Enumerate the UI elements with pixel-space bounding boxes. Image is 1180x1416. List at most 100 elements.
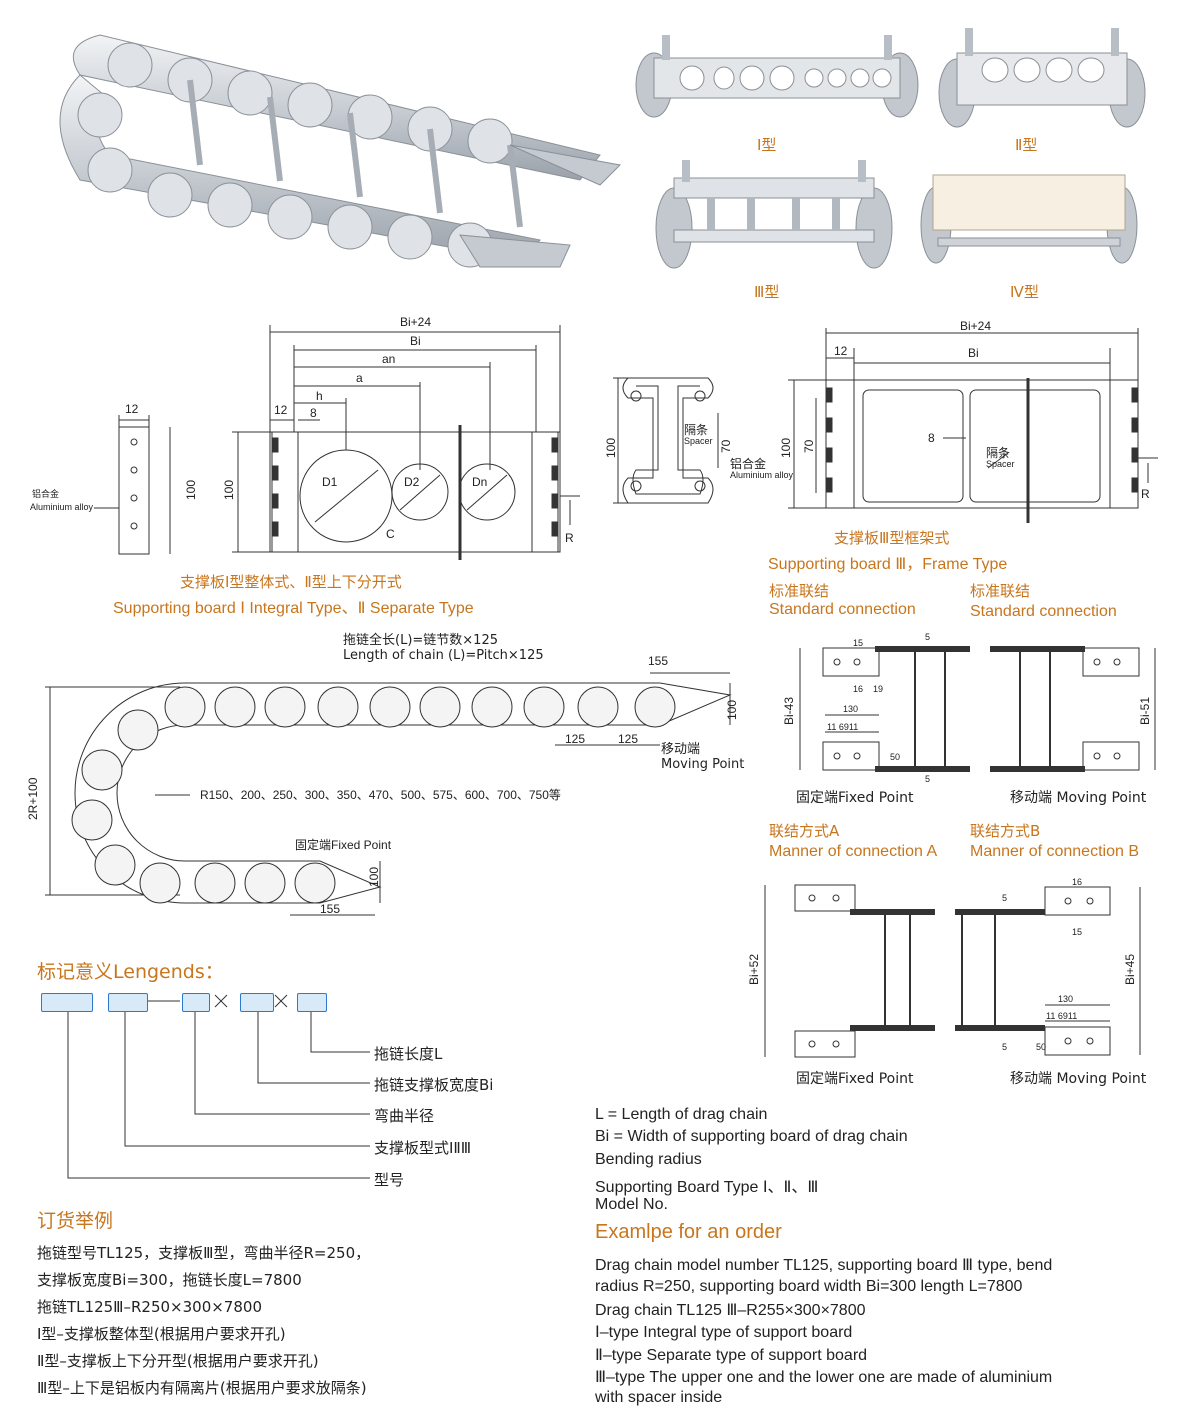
connection-ab-drawing: 5 16 15 130 11 6911 50 5 Bi+52 Bi+45: [747, 877, 1141, 1058]
legend-l4: 支撑板型式ⅠⅡⅢ: [374, 1139, 472, 1157]
chain-fixed: 固定端Fixed Point: [295, 837, 392, 852]
legend-e3: Bending radius: [595, 1151, 702, 1168]
dim3-70b: 70: [802, 439, 816, 453]
order-en-4: Ⅰ–type Integral type of support board: [595, 1324, 853, 1341]
order-en-6: Ⅲ–type The upper one and the lower one a…: [595, 1369, 1053, 1386]
dim3-70a: 70: [719, 439, 733, 453]
conn-15: 15: [853, 638, 863, 648]
legend-e5: Model No.: [595, 1196, 668, 1213]
type3-drawing: Bi+24 Bi 12 100 70 100 70 8 R 隔条 Spacer …: [604, 319, 1158, 523]
conn-a-cn: 联结方式A: [769, 822, 840, 840]
dim-d2: D2: [404, 475, 420, 489]
section3-title-cn: 支撑板Ⅲ型框架式: [834, 529, 950, 547]
dim-bi24: Bi+24: [400, 315, 431, 329]
connb-15: 15: [1072, 927, 1082, 937]
chain-radii: R150、200、250、300、350、470、500、575、600、700…: [200, 788, 561, 802]
section3-title-en: Supporting board Ⅲ，Frame Type: [768, 556, 1008, 573]
order-cn-6: Ⅲ型–上下是铝板内有隔离片(根据用户要求放隔条): [37, 1379, 367, 1397]
dim-d1: D1: [322, 475, 338, 489]
spacer-cn-a: 隔条: [684, 423, 708, 437]
chain-moving-cn: 移动端: [661, 742, 701, 757]
support-board-type2-photo: [938, 28, 1146, 128]
dim-c: C: [386, 527, 395, 541]
conn-b-en: Manner of connection B: [970, 843, 1139, 860]
section1-title-cn: 支撑板Ⅰ型整体式、Ⅱ型上下分开式: [180, 573, 402, 591]
dim3-bi24: Bi+24: [960, 319, 991, 333]
dim-bi: Bi: [410, 334, 421, 348]
dim-100b: 100: [222, 480, 236, 500]
alloy-en: Aluminium alloy: [30, 502, 94, 512]
spacer-cn-b: 隔条: [986, 446, 1010, 460]
dim-8: 8: [310, 406, 317, 420]
connb-16: 16: [1072, 877, 1082, 887]
order-en-3: Drag chain TL125 Ⅲ–R255×300×7800: [595, 1302, 866, 1319]
dim-h: h: [316, 389, 323, 403]
std-conn-en-1: Standard connection: [769, 601, 916, 618]
dim3-bi: Bi: [968, 346, 979, 360]
chain-100a: 100: [725, 700, 739, 720]
dim3-r: R: [1141, 487, 1150, 501]
chain-155b: 155: [320, 902, 340, 916]
standard-connection-drawing: 15 5 16 19 130 11 6911 50 5 Bi-43 Bi-51: [782, 632, 1156, 784]
conn-16: 16: [853, 684, 863, 694]
legend-l3: 弯曲半径: [374, 1107, 435, 1125]
std-fixed-label: 固定端Fixed Point: [796, 790, 914, 806]
alloy-cn: 铝合金: [32, 488, 59, 499]
legend-title: 标记意义Lengends：: [37, 961, 224, 983]
dim-100a: 100: [184, 480, 198, 500]
type1-2-drawing: Bi+24 Bi an a h 12 8 12 100 100 D1 D2 Dn…: [30, 315, 580, 560]
support-board-type4-photo: [920, 174, 1138, 264]
conn-11: 11 6911: [827, 722, 858, 732]
ab-fixed-label: 固定端Fixed Point: [796, 1071, 914, 1087]
std-moving-label: 移动端 Moving Point: [1010, 790, 1147, 806]
conn-bi52: Bi+52: [747, 954, 761, 985]
dim3-100b: 100: [779, 438, 793, 458]
conn-bi45: Bi+45: [1123, 954, 1137, 985]
order-cn-3: 拖链TL125Ⅲ–R250×300×7800: [37, 1298, 262, 1316]
dim-r: R: [565, 531, 574, 545]
legend-l2: 拖链支撑板宽度Bi: [374, 1076, 494, 1094]
spacer-en-a: Spacer: [684, 436, 713, 446]
conn-50: 50: [890, 752, 900, 762]
dim3-12: 12: [834, 344, 848, 358]
chain-layout-drawing: 155 100 125 125 2R+100 R150、200、250、300、…: [26, 654, 739, 916]
order-en-5: Ⅱ–type Separate type of support board: [595, 1347, 868, 1364]
section1-title-en: Supporting board Ⅰ Integral Type、Ⅱ Separ…: [113, 600, 474, 617]
legend-box-type: [108, 993, 148, 1012]
order-en-2: radius R=250, supporting board width Bi=…: [595, 1278, 1023, 1295]
conn-5a: 5: [925, 632, 930, 642]
connb-11: 11 6911: [1046, 1011, 1077, 1021]
legend-e2: Bi = Width of supporting board of drag c…: [595, 1128, 908, 1145]
std-conn-cn-2: 标准联结: [970, 582, 1031, 600]
conn-bi51: Bi-51: [1138, 697, 1152, 725]
chain-2r100: 2R+100: [26, 777, 40, 820]
std-conn-cn-1: 标准联结: [769, 582, 830, 600]
connb-5a: 5: [1002, 893, 1007, 903]
dim3-8: 8: [928, 431, 935, 445]
connb-130: 130: [1058, 994, 1073, 1004]
chain-125a: 125: [565, 732, 585, 746]
conn-130: 130: [843, 704, 858, 714]
conn-19: 19: [873, 684, 883, 694]
conn-5b: 5: [925, 774, 930, 784]
conn-a-en: Manner of connection A: [769, 843, 938, 860]
order-en-7: with spacer inside: [595, 1389, 723, 1406]
type1-label: Ⅰ型: [757, 136, 777, 154]
legend-e4: Supporting Board Type Ⅰ、Ⅱ、Ⅲ: [595, 1179, 819, 1196]
order-cn-4: Ⅰ型–支撑板整体型(根据用户要求开孔): [37, 1325, 286, 1343]
support-board-type1-photo: [635, 35, 919, 118]
spacer-en-b: Spacer: [986, 459, 1015, 469]
type4-label: Ⅳ型: [1010, 283, 1039, 301]
chain-len-en: Length of chain (L)=Pitch×125: [343, 648, 544, 663]
legend-box-radius: [182, 993, 210, 1012]
legend-box-model: [41, 993, 93, 1012]
order-title-cn: 订货举例: [37, 1210, 114, 1232]
order-en-1: Drag chain model number TL125, supportin…: [595, 1257, 1053, 1274]
alloy3-cn: 铝合金: [730, 456, 766, 471]
legend-connectors: [67, 994, 370, 1179]
order-cn-1: 拖链型号TL125，支撑板Ⅲ型，弯曲半径R=250，: [37, 1244, 371, 1262]
conn-b-cn: 联结方式B: [970, 822, 1041, 840]
legend-l1: 拖链长度L: [374, 1045, 443, 1063]
type2-label: Ⅱ型: [1015, 136, 1038, 154]
dim-an: an: [382, 352, 395, 366]
